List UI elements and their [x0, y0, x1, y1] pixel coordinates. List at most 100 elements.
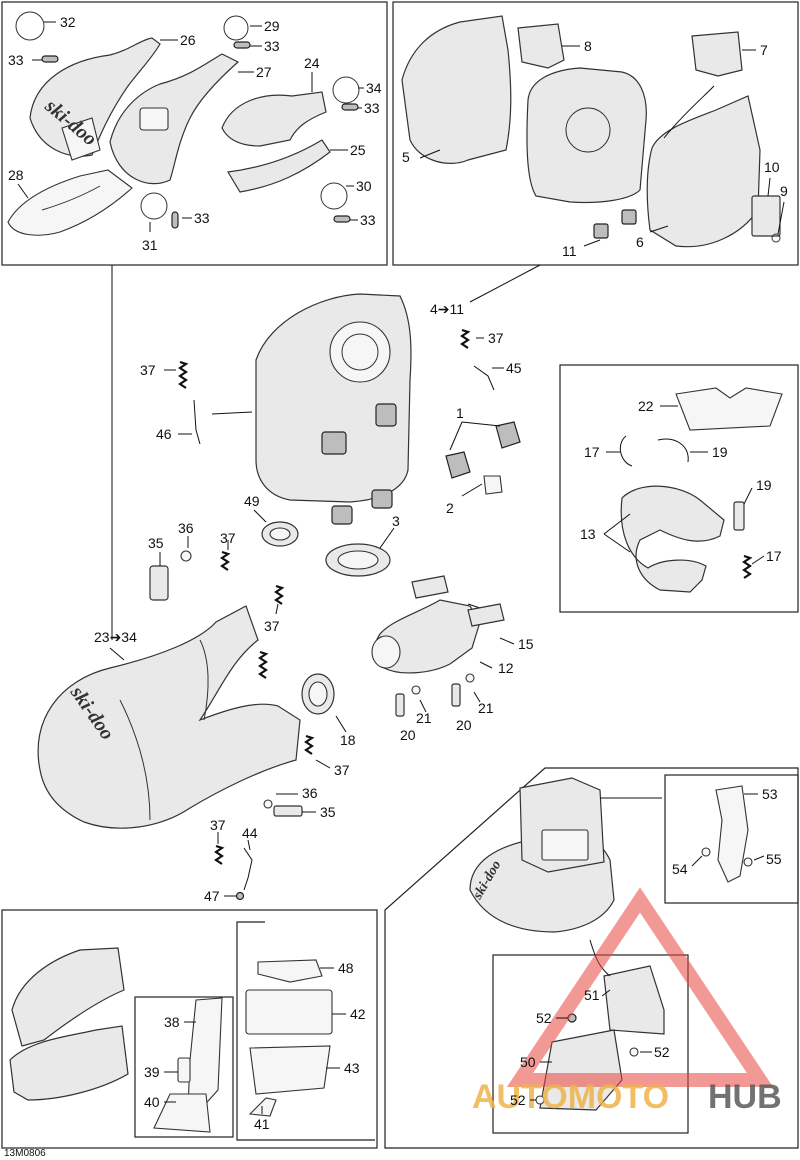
bracket-35-bottom	[273, 805, 303, 817]
label-15: 15	[518, 636, 534, 652]
pad-8	[517, 23, 565, 69]
label-42: 42	[350, 1006, 366, 1022]
label-20-a: 20	[400, 727, 416, 743]
spring-33-e	[333, 215, 351, 223]
plate-27	[139, 107, 169, 131]
shield-25	[227, 139, 331, 193]
plate-41	[248, 1097, 277, 1117]
label-36-a: 36	[178, 520, 194, 536]
pipe-band-b	[199, 639, 209, 721]
callout-labels: 32 33 26 29 33 27 24 34 33 25 28 30 33 3…	[4, 14, 788, 1159]
label-34: 34	[366, 80, 382, 96]
leader-5	[419, 149, 441, 159]
label-50: 50	[520, 1054, 536, 1070]
label-37-d: 37	[264, 618, 280, 634]
leader-17b	[751, 555, 765, 565]
label-21-a: 21	[416, 710, 432, 726]
spring-17-small	[742, 554, 753, 579]
muffler-main-assembly	[178, 293, 521, 577]
leader-12	[479, 661, 493, 669]
label-44: 44	[242, 825, 258, 841]
label-19-b: 19	[756, 477, 772, 493]
leader-55	[753, 855, 765, 861]
clamp-19-small	[733, 501, 745, 531]
leader-6	[649, 225, 669, 233]
label-47: 47	[204, 888, 220, 904]
spring-37-left	[178, 360, 189, 389]
label-41: 41	[254, 1116, 270, 1132]
label-38: 38	[164, 1014, 180, 1030]
label-2: 2	[446, 500, 454, 516]
clamp-19	[657, 438, 689, 463]
label-18: 18	[340, 732, 356, 748]
label-55: 55	[766, 851, 782, 867]
bracket-rubber-1	[321, 431, 347, 455]
detail-flex-pipe	[619, 387, 783, 593]
airbox-assembly-top-right	[401, 15, 781, 248]
label-45: 45	[506, 360, 522, 376]
leader-15	[499, 637, 515, 645]
pipe-band-a	[119, 699, 151, 821]
spring-37-d	[304, 734, 315, 755]
label-3: 3	[392, 513, 400, 529]
tuned-pipe-23	[37, 605, 301, 829]
label-21-b: 21	[478, 700, 494, 716]
muffler-cover-26-band	[61, 117, 101, 161]
spring-33-d	[171, 211, 179, 229]
label-43: 43	[344, 1060, 360, 1076]
airbox-body	[526, 67, 647, 204]
leader-28	[17, 183, 29, 199]
leader-2	[461, 483, 483, 497]
label-39: 39	[144, 1064, 160, 1080]
pipe-flange-18-inner	[308, 681, 328, 707]
bracket-46	[193, 399, 201, 445]
label-33-d: 33	[194, 210, 210, 226]
shield-upper	[11, 947, 125, 1047]
connector-line-right	[469, 264, 541, 303]
pipe-24	[221, 91, 327, 147]
clamp-17	[619, 435, 633, 467]
label-13: 13	[580, 526, 596, 542]
gasket-3-inner	[337, 550, 379, 570]
label-37-c: 37	[220, 530, 236, 546]
manifold-outlet	[371, 635, 401, 669]
nut-52-b	[629, 1047, 639, 1057]
bracket-53	[715, 785, 749, 883]
spring-33-b	[233, 41, 251, 49]
label-54: 54	[672, 861, 688, 877]
shield-lower	[9, 1025, 129, 1101]
grommet-2	[483, 475, 503, 495]
label-37-b: 37	[140, 362, 156, 378]
heat-shield-51	[603, 965, 665, 1035]
nut-47	[235, 891, 245, 901]
label-53: 53	[762, 786, 778, 802]
label-1: 1	[456, 405, 464, 421]
muffler-cover-assembly-top-left: ski-doo	[7, 11, 360, 236]
plate-43	[249, 1045, 331, 1095]
label-33-b: 33	[264, 38, 280, 54]
label-46: 46	[156, 426, 172, 442]
nut-55	[743, 857, 753, 867]
watermark-text-a: AUTOMOTO	[472, 1078, 669, 1116]
rubber-11-b	[621, 209, 637, 225]
leader-37e	[315, 759, 331, 769]
bracket-45	[473, 365, 495, 391]
diagram-code: 13M0806	[4, 1148, 46, 1159]
pad-22	[675, 387, 783, 431]
gasket-15-b	[467, 603, 505, 627]
leader-13	[603, 513, 631, 553]
panel-top-left	[1, 1, 388, 266]
gasket-15-a	[411, 575, 449, 599]
panel-heat-shield-detail	[492, 954, 689, 1134]
label-52-b: 52	[654, 1044, 670, 1060]
leader-44	[247, 839, 251, 851]
shield-40	[153, 1093, 211, 1133]
rubber-11-a	[593, 223, 609, 239]
installed-muffler-detail: ski-doo	[469, 777, 753, 1111]
bolt-20-b	[451, 683, 461, 707]
leader-9	[777, 201, 785, 235]
label-35-a: 35	[148, 535, 164, 551]
label-33-a: 33	[8, 52, 24, 68]
leader-11	[583, 239, 601, 247]
panel-right-middle	[559, 364, 799, 613]
